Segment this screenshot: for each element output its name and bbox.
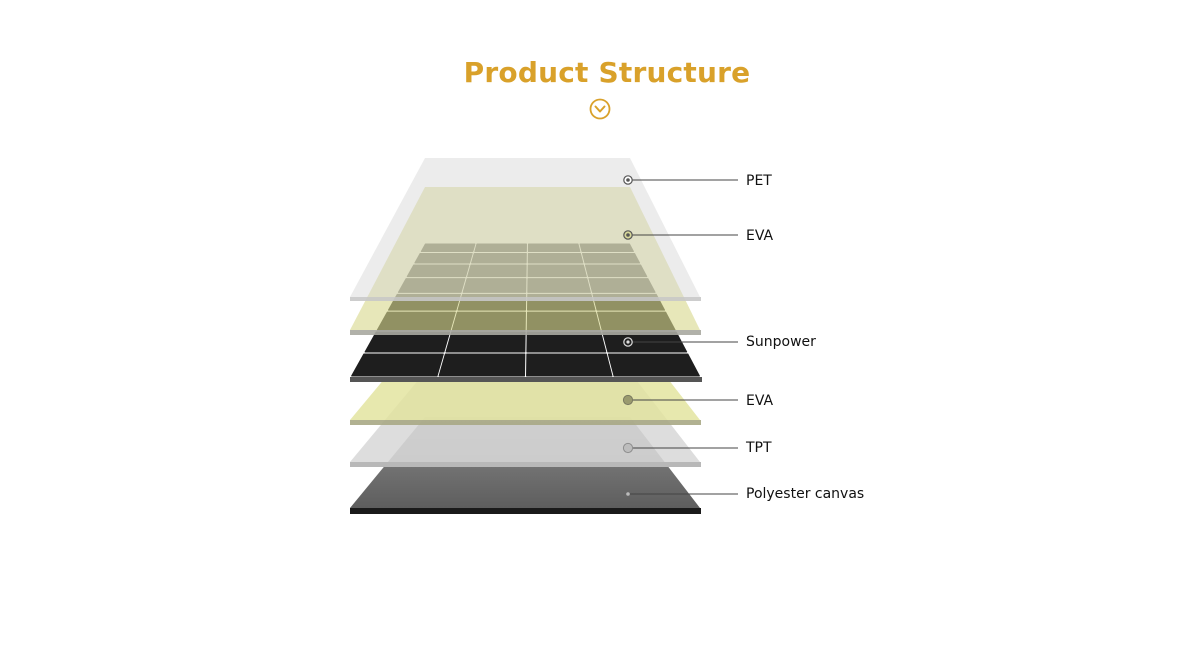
label-pet: PET (746, 173, 772, 189)
label-tpt: TPT (746, 440, 772, 456)
marker-polyester-canvas (626, 492, 630, 496)
label-eva-top: EVA (746, 228, 774, 244)
tpt-edge (350, 462, 701, 467)
eva-top-edge (350, 330, 701, 335)
leader-tpt (622, 442, 738, 454)
leader-eva-top (623, 230, 738, 240)
chevron-circle (589, 98, 611, 120)
solar-cell (438, 353, 526, 377)
solar-cell (526, 353, 613, 377)
leader-eva-bottom (622, 394, 738, 406)
marker-eva-bottom (622, 394, 634, 406)
label-polyester-canvas: Polyester canvas (746, 486, 865, 502)
solar-cell (351, 353, 444, 377)
leader-sunpower (623, 337, 738, 347)
solar-cell (526, 331, 607, 353)
solar-cell (364, 331, 451, 353)
eva-bottom-edge (350, 420, 701, 425)
solar-cell (445, 331, 526, 353)
eva-top-top-face (350, 187, 700, 330)
pet-top-face (350, 158, 700, 297)
layer-pet (350, 158, 701, 301)
canvas-edge (350, 508, 701, 514)
label-eva-bottom: EVA (746, 393, 774, 409)
page-title: Product Structure (463, 56, 751, 89)
leader-lines (622, 175, 738, 496)
layer-eva-top (350, 187, 701, 335)
solar-cell (607, 353, 700, 377)
cell-layer-edge (350, 377, 702, 382)
chevron-down-icon[interactable] (589, 98, 611, 120)
chevron-mark (594, 105, 606, 113)
leader-polyester-canvas (626, 492, 738, 496)
leader-pet (623, 175, 738, 185)
pet-edge (350, 297, 701, 301)
marker-tpt (622, 442, 634, 454)
label-sunpower: Sunpower (746, 334, 816, 350)
